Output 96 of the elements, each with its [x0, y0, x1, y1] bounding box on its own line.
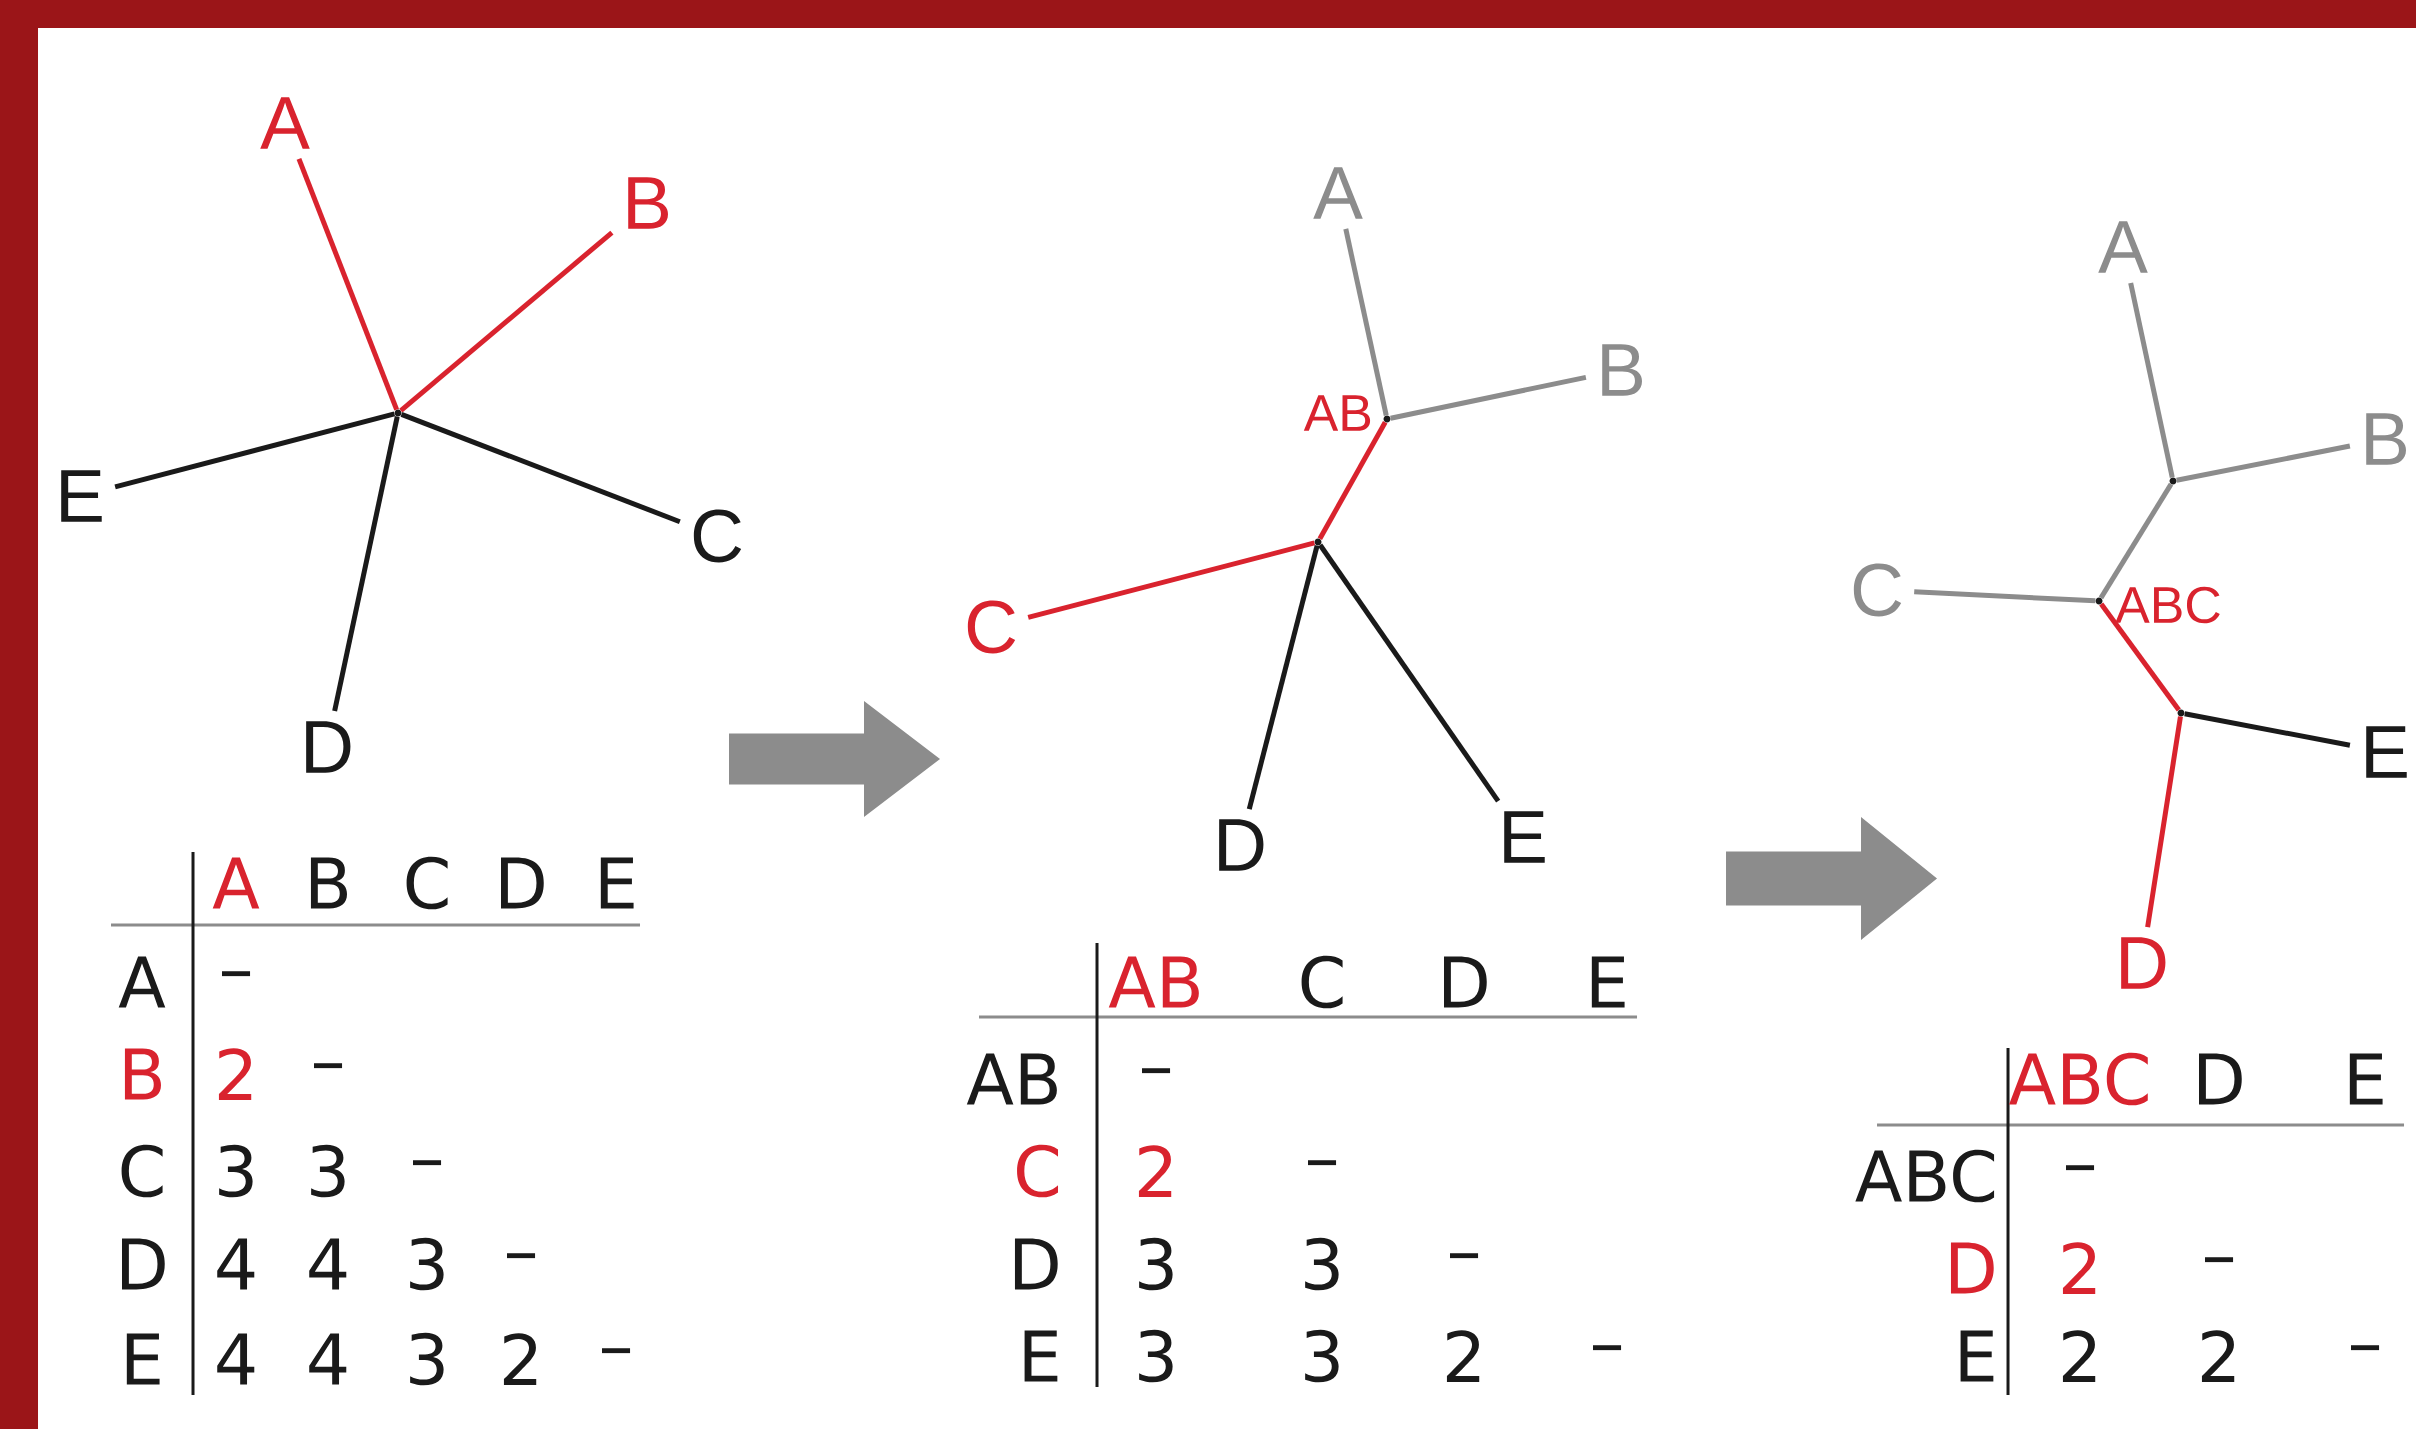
leaf-label: C	[1853, 563, 1902, 617]
table-cell: C	[121, 1144, 163, 1198]
table-cell: –	[1142, 1068, 1171, 1074]
table-cell: –	[602, 1348, 631, 1354]
branch-point	[1314, 538, 1322, 546]
table-cell: –	[2351, 1345, 2380, 1351]
table-cell: 2	[2062, 1330, 2096, 1382]
table-cell: C	[1301, 955, 1343, 1009]
table-cell: AB	[1108, 956, 1199, 1008]
table-cell: 3	[1305, 1329, 1339, 1383]
table-cell: 2	[2062, 1242, 2096, 1294]
leaf-label: C	[693, 509, 742, 563]
leaf-label: B	[628, 177, 668, 229]
leaf-label: D	[1219, 819, 1264, 871]
branch-point	[2169, 477, 2177, 485]
table-cell: –	[222, 971, 251, 977]
branch-line	[2176, 443, 2351, 483]
table-cell: E	[126, 1333, 160, 1385]
leaf-label: E	[2366, 726, 2407, 778]
table-cell: 3	[1305, 1237, 1339, 1291]
branch-point	[394, 409, 402, 417]
leaf-label: E	[1504, 811, 1545, 863]
leaf-label: A	[260, 97, 310, 149]
branch-line	[1343, 228, 1389, 416]
branch-line	[2128, 282, 2175, 478]
branch-point	[2177, 709, 2185, 717]
table-cell: C	[1017, 1144, 1059, 1198]
table-cell: 4	[309, 1333, 347, 1385]
table-cell: –	[2066, 1165, 2095, 1171]
branch-line	[2145, 716, 2183, 928]
leaf-label: A	[1313, 167, 1363, 219]
table-cell: AB	[966, 1053, 1057, 1105]
table-cell: D	[2199, 1053, 2242, 1105]
table-cell: D	[1444, 956, 1487, 1008]
table-cell: 2	[2201, 1330, 2235, 1382]
table-cell: D	[1014, 1238, 1058, 1290]
table-cell: 2	[218, 1048, 252, 1100]
table-cell: E	[1024, 1330, 1058, 1382]
table-cell: –	[1308, 1160, 1337, 1166]
table-cell: D	[122, 1238, 165, 1290]
table-cell: –	[1593, 1345, 1622, 1351]
table-cell: –	[1450, 1253, 1479, 1259]
table-cell: ABC	[1855, 1149, 1995, 1203]
table-cell: C	[406, 856, 448, 910]
branch-point	[1383, 415, 1391, 423]
table-cell: 3	[311, 1144, 345, 1198]
branch-line	[114, 411, 396, 490]
table-cell: 2	[1138, 1145, 1172, 1197]
table-cell: 2	[503, 1333, 537, 1385]
table-cell: 3	[219, 1144, 253, 1198]
table-cell: –	[314, 1063, 343, 1069]
branch-line	[1318, 543, 1501, 803]
table-cell: E	[2349, 1053, 2383, 1105]
branch-line	[2099, 602, 2181, 712]
table-cell: 2	[1446, 1330, 1480, 1382]
branch-line	[1914, 589, 2096, 604]
table-cell: A	[118, 956, 166, 1008]
table-cell: –	[413, 1160, 442, 1166]
table-cell: 3	[1139, 1329, 1173, 1383]
branch-line	[1317, 421, 1388, 540]
table-cell: 3	[1139, 1237, 1173, 1291]
table-cell: D	[1950, 1242, 1994, 1294]
table-cell: 4	[217, 1238, 255, 1290]
table-cell: ABC	[2009, 1052, 2148, 1106]
branch-line	[1390, 374, 1587, 421]
table-cell: B	[310, 857, 347, 909]
leaf-label: C	[967, 600, 1016, 654]
table-cell: B	[124, 1048, 161, 1100]
branch-line	[332, 416, 400, 712]
branch-line	[296, 158, 399, 411]
table-cell: E	[1960, 1330, 1994, 1382]
leaf-label: E	[61, 470, 102, 522]
branch-line	[400, 412, 681, 525]
table-cell: E	[600, 857, 634, 909]
branch-line	[1027, 540, 1316, 620]
node-label: ABC	[2115, 586, 2220, 624]
table-cell: –	[507, 1253, 536, 1259]
leaf-label: A	[2098, 221, 2148, 273]
branch-line	[2098, 482, 2174, 600]
branch-line	[2184, 711, 2351, 748]
node-label: AB	[1303, 395, 1371, 431]
table-cell: E	[1591, 956, 1625, 1008]
table-cell: 3	[410, 1332, 444, 1386]
table-cell: 4	[309, 1238, 347, 1290]
table-cell: A	[212, 857, 260, 909]
leaf-label: B	[2366, 413, 2406, 465]
table-cell: 3	[410, 1237, 444, 1291]
branch-line	[1246, 544, 1320, 810]
leaf-label: D	[306, 721, 351, 773]
table-cell: D	[501, 857, 544, 909]
branch-line	[399, 230, 614, 413]
branch-point	[2095, 597, 2103, 605]
table-cell: 4	[217, 1333, 255, 1385]
leaf-label: D	[2121, 937, 2166, 989]
leaf-label: B	[1602, 344, 1642, 396]
table-cell: –	[2205, 1257, 2234, 1263]
